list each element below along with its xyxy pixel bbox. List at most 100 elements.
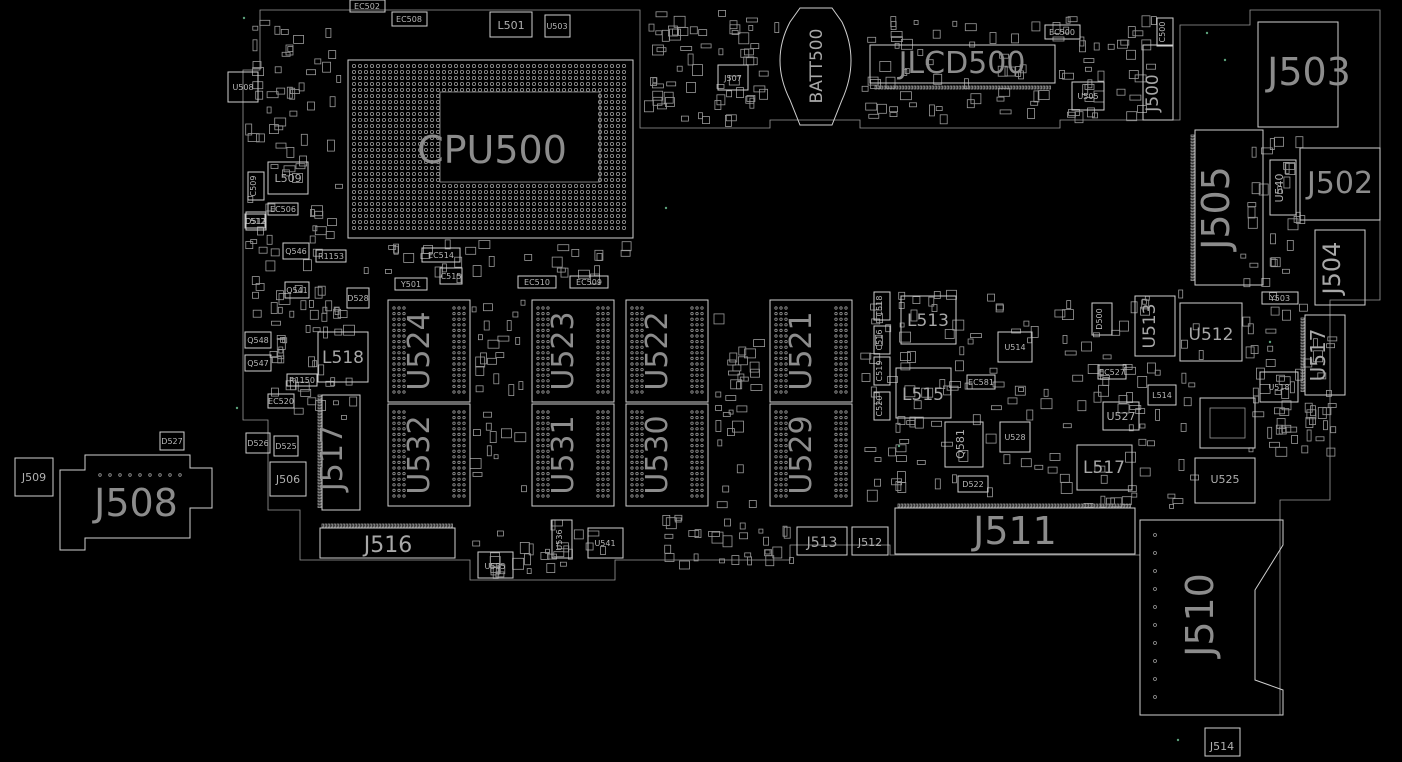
connector[interactable]: J510 [1139, 519, 1284, 716]
inductor[interactable]: L518 [317, 331, 369, 383]
inductor[interactable]: L501 [489, 11, 533, 38]
connector[interactable]: J508 [59, 454, 213, 551]
cpu-component[interactable]: CPU500 [347, 59, 634, 239]
transistor[interactable]: Q581 [944, 421, 984, 468]
capacitor[interactable]: C509 [247, 171, 265, 201]
ic[interactable]: U541 [587, 527, 624, 559]
memory-chip[interactable]: U530 [625, 403, 709, 507]
ball-pad [429, 124, 434, 129]
connector[interactable]: J504 [1314, 229, 1366, 306]
transistor[interactable]: Q541 [284, 281, 310, 299]
memory-chip[interactable]: U531 [531, 403, 615, 507]
ic[interactable]: U527 [1102, 401, 1140, 431]
connector[interactable]: J517 [315, 394, 361, 511]
capacitor[interactable]: C515 [439, 267, 463, 285]
lcd-connector[interactable]: JLCD500 [869, 44, 1056, 84]
ball-pad [839, 367, 843, 372]
transistor[interactable]: Q547 [244, 354, 272, 372]
connector-small[interactable]: J512 [851, 526, 889, 556]
ball-pad [387, 219, 392, 224]
inductor[interactable]: L517 [1076, 444, 1133, 491]
capacitor[interactable]: C518 [873, 291, 891, 321]
inductor[interactable]: L514 [1147, 384, 1177, 406]
connector[interactable]: J502 [1299, 147, 1381, 221]
connector[interactable]: J503 [1257, 21, 1351, 128]
crystal[interactable]: Y503 [1261, 291, 1299, 305]
capacitor[interactable]: C500 [1156, 17, 1174, 47]
ic[interactable]: U517 [1304, 314, 1346, 396]
battery-component[interactable]: BATT500 [779, 7, 852, 126]
capacitor[interactable]: C512 [244, 213, 266, 229]
ic[interactable] [1199, 397, 1256, 449]
ic[interactable]: U540 [1269, 159, 1297, 216]
capacitor[interactable]: EC527 [1097, 364, 1127, 380]
ic[interactable]: U536 [551, 519, 573, 559]
smd-pad [944, 329, 955, 339]
ic[interactable]: U508 [227, 71, 259, 103]
ball-pad [774, 410, 778, 414]
memory-chip[interactable]: U523 [531, 299, 615, 403]
ball-pad [834, 460, 838, 464]
connector[interactable]: J516 [319, 527, 456, 559]
connector-small[interactable]: J514 [1204, 727, 1241, 757]
capacitor[interactable]: EC506 [267, 202, 299, 216]
connector-small[interactable]: J509 [14, 457, 54, 497]
diode[interactable]: D525 [273, 435, 299, 457]
ic[interactable]: U514 [997, 331, 1033, 363]
pin [1153, 533, 1157, 537]
capacitor[interactable]: EC520 [267, 393, 295, 409]
diode[interactable]: D526 [245, 432, 271, 454]
diode[interactable]: D522 [957, 475, 989, 493]
capacitor[interactable]: EC508 [391, 11, 428, 27]
ic[interactable]: U505 [1071, 81, 1105, 111]
ic[interactable]: U518 [1259, 371, 1299, 403]
capacitor[interactable]: EC500 [1044, 24, 1081, 40]
ic[interactable]: U525 [1194, 457, 1256, 504]
capacitor[interactable]: EC509 [569, 275, 609, 289]
pin [1041, 503, 1044, 508]
transistor[interactable]: Q546 [282, 242, 310, 260]
connector[interactable]: J505 [1194, 129, 1264, 286]
connector-small[interactable]: J506 [269, 461, 307, 497]
inductor[interactable]: L513 [900, 295, 957, 345]
resistor[interactable]: R1150 [286, 373, 318, 387]
capacitor[interactable]: EC514 [421, 247, 461, 263]
capacitor[interactable]: EC510 [517, 275, 557, 289]
ic[interactable]: U512 [1179, 302, 1243, 362]
connector[interactable]: J511 [894, 507, 1136, 555]
diode[interactable]: D512 [245, 211, 267, 231]
pin [426, 523, 429, 528]
test-point [235, 406, 239, 410]
memory-chip[interactable]: U532 [387, 403, 471, 507]
connector-small[interactable]: J507 [717, 64, 749, 91]
memory-chip[interactable]: U524 [387, 299, 471, 403]
capacitor[interactable]: C520 [873, 391, 891, 421]
ic[interactable]: U503 [544, 14, 571, 38]
memory-chip[interactable]: U522 [625, 299, 709, 403]
capacitor[interactable]: C516 [873, 325, 891, 355]
pin [1190, 173, 1195, 176]
memory-chip[interactable]: U529 [769, 403, 853, 507]
ball-pad [541, 432, 545, 436]
pin [1021, 85, 1024, 90]
ic[interactable]: U535 [477, 551, 514, 579]
inductor[interactable]: L509 [267, 161, 309, 195]
inductor[interactable]: L515 [895, 367, 952, 419]
capacitor[interactable]: EC502 [349, 0, 386, 13]
connector-small[interactable]: J513 [796, 526, 848, 556]
capacitor[interactable]: EC581 [966, 374, 996, 390]
memory-chip[interactable]: U521 [769, 299, 853, 403]
diode[interactable]: D527 [159, 431, 185, 451]
resistor[interactable]: R1153 [315, 249, 347, 263]
transistor[interactable]: Q548 [244, 331, 272, 349]
connector-small[interactable]: J500 [1142, 44, 1174, 121]
ball-pad [834, 443, 838, 448]
ic[interactable]: U513 [1134, 295, 1176, 357]
smd-pad [483, 320, 490, 331]
capacitor[interactable]: C519 [873, 356, 891, 386]
ic[interactable]: U528 [999, 421, 1031, 453]
diode[interactable]: D500 [1091, 302, 1113, 336]
diode[interactable]: D528 [346, 287, 370, 309]
crystal[interactable]: Y501 [394, 277, 428, 291]
